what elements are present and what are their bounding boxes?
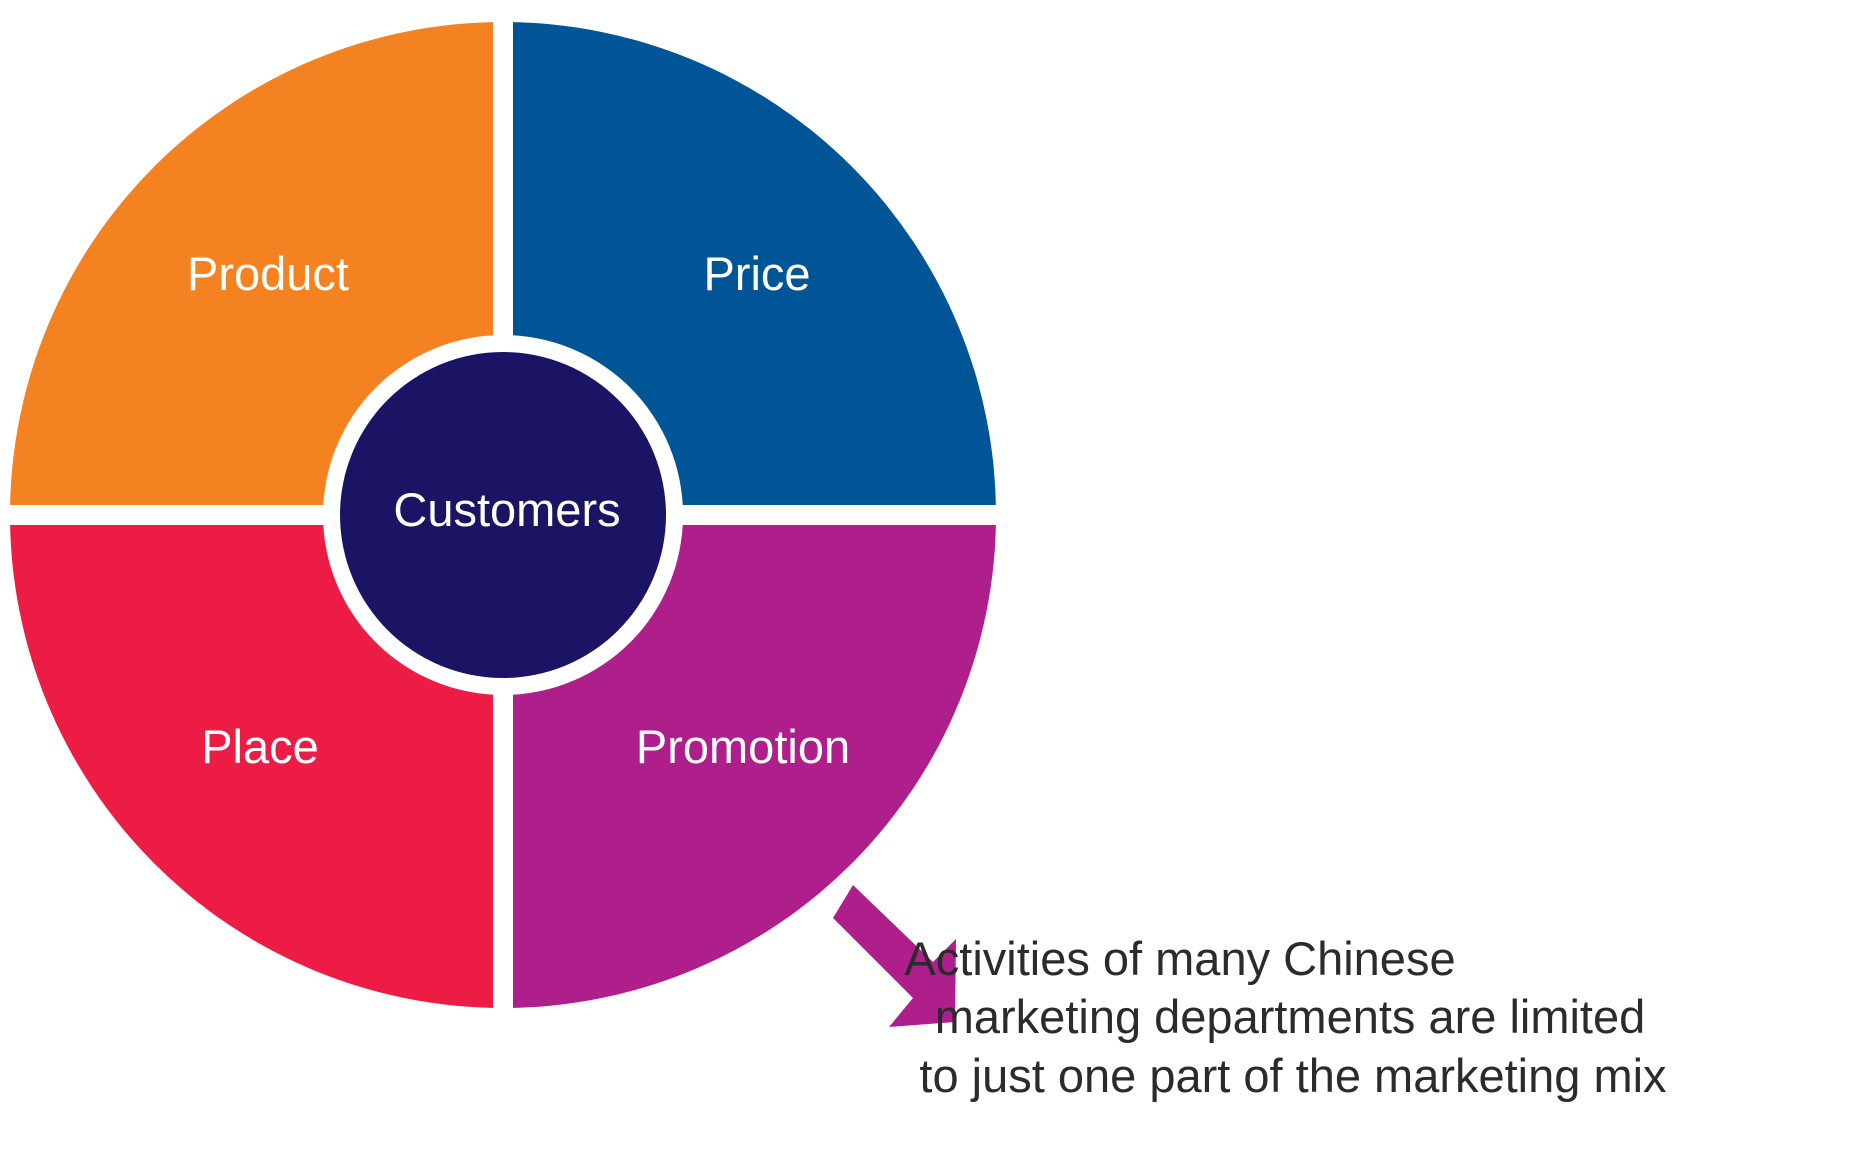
annotation-line-3: to just one part of the marketing mix	[919, 1049, 1666, 1102]
annotation-line-1: Activities of many Chinese	[904, 932, 1455, 985]
place-label: Place	[201, 720, 319, 773]
annotation-line-2: marketing departments are limited	[935, 990, 1646, 1043]
price-label: Price	[703, 247, 810, 300]
promotion-label: Promotion	[636, 720, 850, 773]
product-label: Product	[187, 247, 349, 300]
customers-circle	[340, 352, 666, 678]
annotation-arrow-icon	[833, 885, 956, 1027]
customers-label: Customers	[393, 483, 620, 536]
